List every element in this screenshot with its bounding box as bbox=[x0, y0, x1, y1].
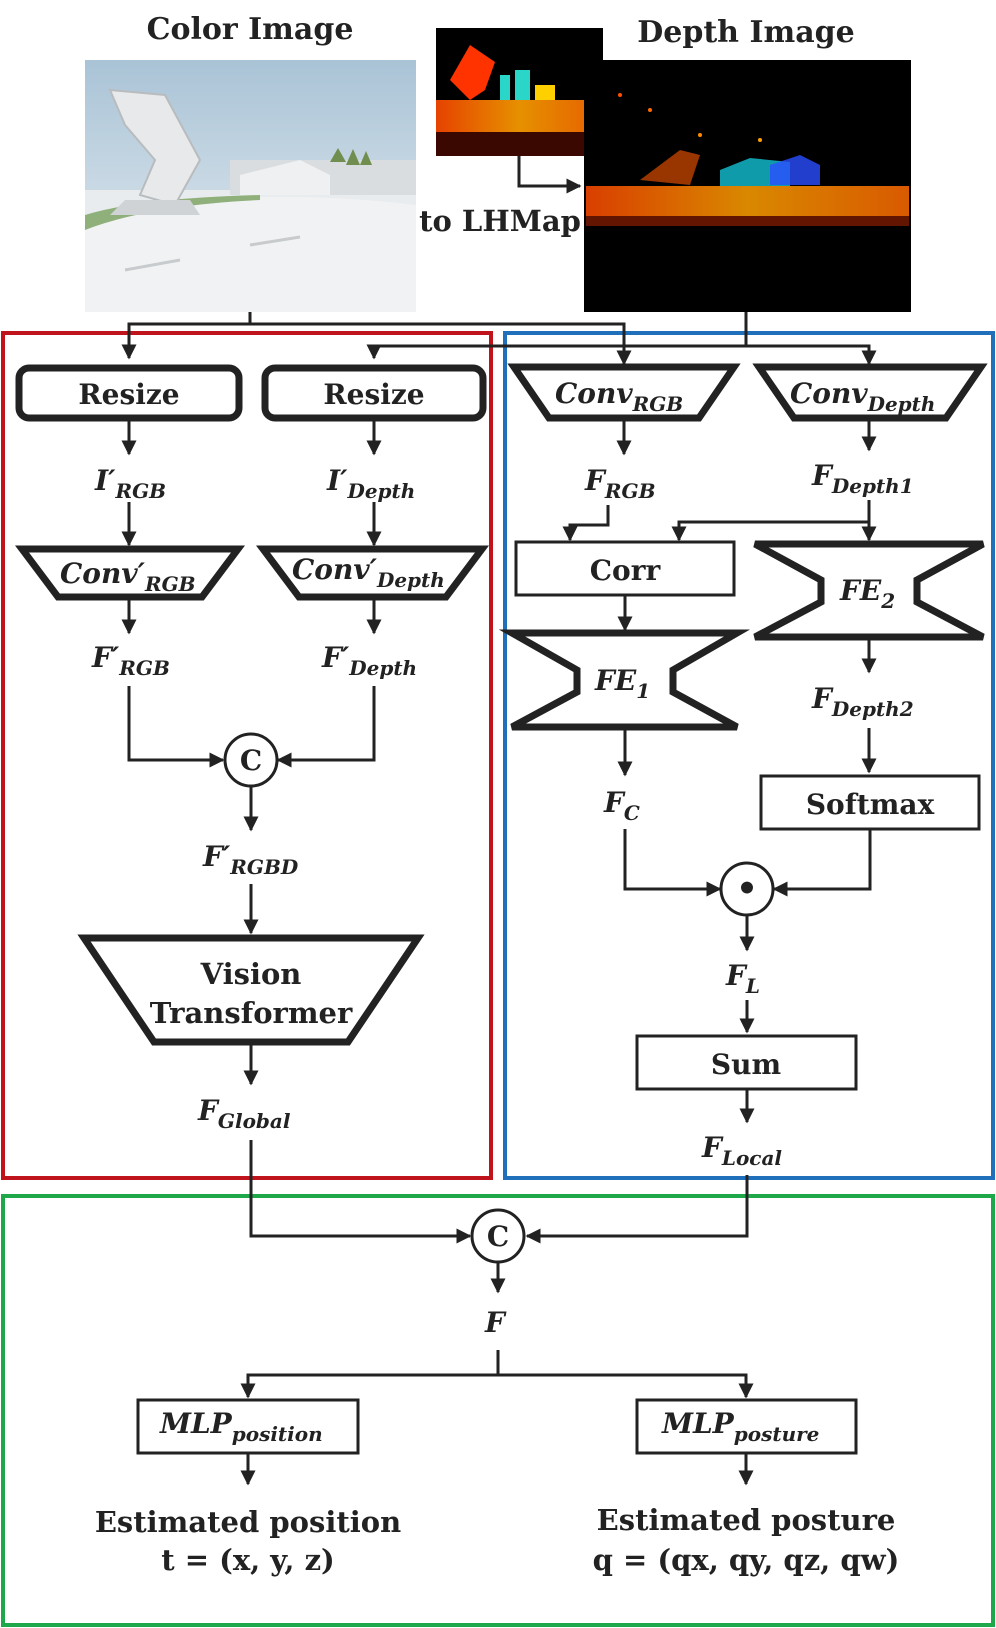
mlp-position-label: MLPposition bbox=[159, 1407, 323, 1446]
softmax-block bbox=[759, 774, 981, 831]
conv-rgb-label: ConvRGB bbox=[555, 377, 683, 416]
estimated-position-title: Estimated position bbox=[95, 1505, 401, 1539]
vit-label-line2: Transformer bbox=[150, 996, 353, 1030]
mult-symbol: • bbox=[736, 869, 758, 909]
vit-label-line1: Vision bbox=[200, 957, 302, 991]
f-label: F bbox=[484, 1306, 507, 1339]
conv-rgb-prime-block bbox=[15, 545, 245, 601]
i-rgb-label: I′RGB bbox=[94, 464, 166, 503]
depth-image-title: Depth Image bbox=[637, 15, 854, 50]
sum-label: Sum bbox=[711, 1048, 781, 1081]
local-branch-frame bbox=[503, 331, 995, 1180]
fe1-label: FE1 bbox=[594, 664, 650, 703]
i-depth-label: I′Depth bbox=[326, 464, 415, 503]
mlp-position-block bbox=[136, 1398, 360, 1455]
f-rgb-prime-label: F′RGB bbox=[91, 641, 170, 680]
mlp-posture-block bbox=[635, 1398, 858, 1455]
conv-rgb-block bbox=[507, 363, 741, 422]
vision-transformer-block bbox=[77, 934, 425, 1046]
f-rgb-label: FRGB bbox=[584, 464, 656, 503]
conv-depth-prime-block bbox=[256, 545, 489, 601]
f-rgbd-prime-label: F′RGBD bbox=[202, 840, 299, 879]
estimated-posture-title: Estimated posture bbox=[597, 1503, 896, 1537]
conv-rgb-prime-label: Conv′RGB bbox=[60, 557, 196, 596]
color-image-title: Color Image bbox=[147, 12, 354, 47]
conv-depth-label: ConvDepth bbox=[790, 377, 935, 416]
mlp-posture-label: MLPposture bbox=[661, 1407, 819, 1446]
f-depth-prime-label: F′Depth bbox=[321, 641, 417, 680]
conv-depth-prime-label: Conv′Depth bbox=[292, 553, 445, 592]
fe2-block bbox=[753, 540, 985, 641]
softmax-label: Softmax bbox=[806, 788, 935, 821]
f-depth2-label: FDepth2 bbox=[811, 682, 914, 721]
resize-depth-label: Resize bbox=[323, 378, 424, 411]
fe2-label: FE2 bbox=[839, 574, 895, 613]
depth-image bbox=[584, 60, 911, 312]
f-c-label: FC bbox=[603, 786, 640, 825]
estimated-position-equation: t = (x, y, z) bbox=[161, 1543, 335, 1577]
to-lhmap-label: to LHMap bbox=[419, 204, 581, 238]
concat-head-label: C bbox=[487, 1220, 509, 1253]
f-local-label: FLocal bbox=[701, 1131, 782, 1170]
estimated-posture-equation: q = (qx, qy, qz, qw) bbox=[593, 1543, 900, 1577]
fe1-block bbox=[498, 629, 751, 731]
color-image bbox=[85, 60, 416, 312]
pose-head-frame bbox=[1, 1194, 995, 1627]
corr-label: Corr bbox=[590, 554, 662, 587]
concat-global-label: C bbox=[240, 744, 262, 777]
f-depth1-label: FDepth1 bbox=[811, 459, 914, 498]
f-l-label: FL bbox=[725, 959, 760, 998]
resize-rgb-label: Resize bbox=[78, 378, 179, 411]
f-global-label: FGlobal bbox=[197, 1094, 291, 1133]
global-branch-frame bbox=[1, 331, 493, 1180]
range-image-thumbnail bbox=[436, 28, 603, 156]
conv-depth-block bbox=[752, 363, 988, 422]
